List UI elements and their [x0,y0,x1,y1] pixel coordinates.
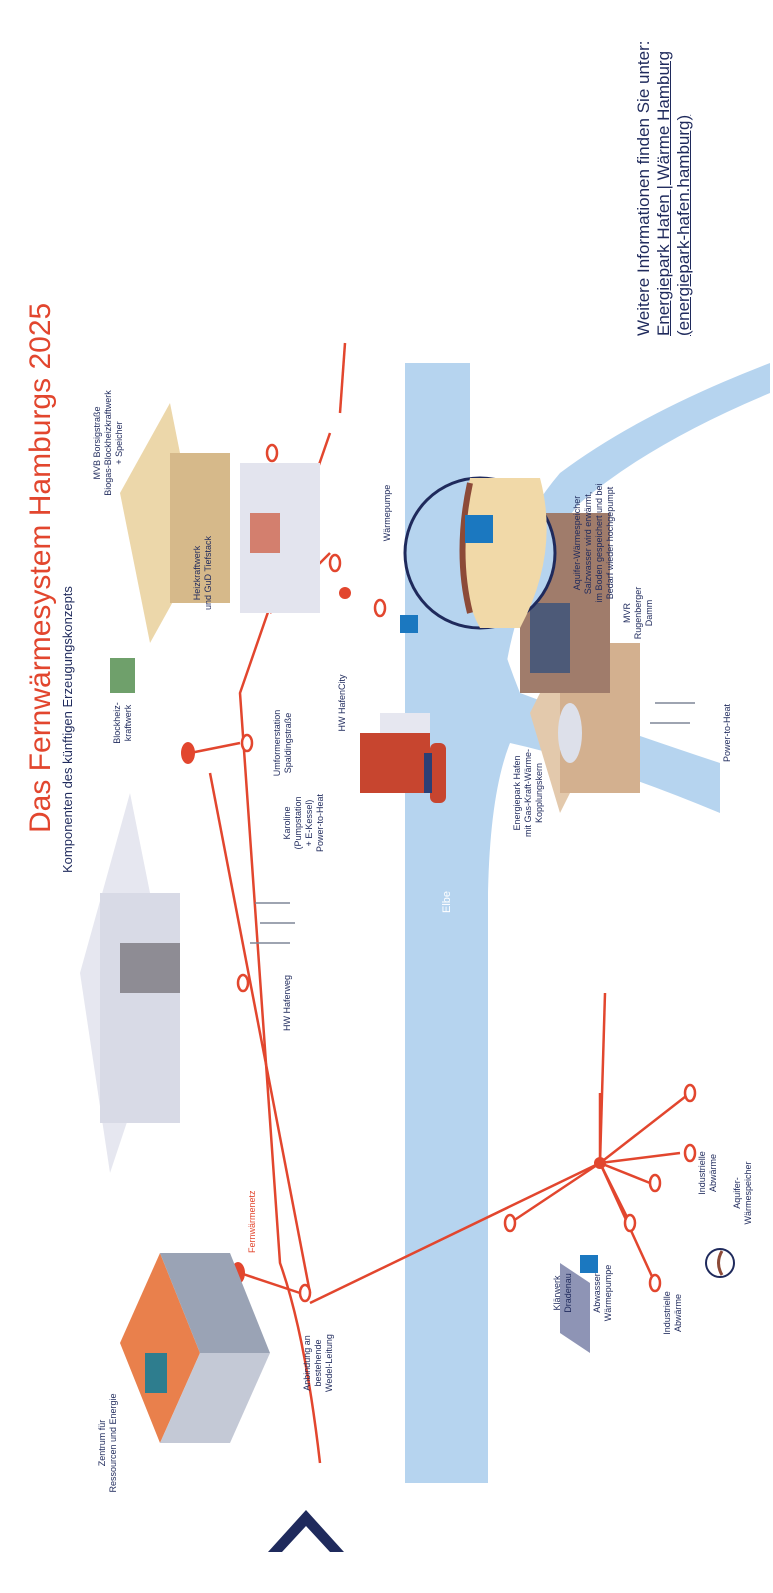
label-line: Power-to-Heat [722,703,732,762]
label-line: Abwärme [708,1154,718,1192]
waermepumpe-cube [400,615,418,633]
network-label: Fernwärmenetz [247,1190,257,1253]
river-label: Elbe [441,891,453,913]
label-line: Industrielle [662,1291,672,1335]
label-line: Zentrum für [97,1420,107,1467]
label-line: Wedel-Leitung [324,1334,334,1392]
label-karoline: Karoline(Pumpstation+ E-Kessel)Power-to-… [282,793,325,852]
label-line: Spaldingstraße [283,713,293,774]
label-line: Dradenau [563,1273,573,1313]
label-line: Damm [644,600,654,627]
blockheiz-building [110,658,135,693]
label-line: bestehende [313,1339,323,1386]
label-waermepumpe: Wärmepumpe [382,485,392,542]
chevron-up-icon [264,1480,348,1564]
label-line: im Boden gespeichert und bei [594,483,604,602]
label-line: mit Gas-Kraft-Wärme- [523,749,533,837]
label-line: Rugenberger [633,587,643,640]
label-line: Heizkraftwerk [192,545,202,600]
label-line: Blockheiz- [112,702,122,744]
aquifer-zoom-circle [405,478,555,628]
label-hw_haferweg: HW Haferweg [282,975,292,1031]
label-mvb: MVB BorsigstraßeBiogas-Blockheizkraftwer… [92,390,124,496]
label-line: Biogas-Blockheizkraftwerk [103,390,113,496]
label-hw_hafencity: HW HafenCity [337,674,347,732]
label-line: + Speicher [114,421,124,464]
label-aquifer_small: Aquifer-Wärmespeicher [732,1161,753,1224]
label-line: kraftwerk [123,704,133,741]
mvb-building [120,403,230,643]
label-line: MVB Borsigstraße [92,406,102,479]
label-line: Karoline [282,806,292,839]
diagram-title: Das Fernwärmesystem Hamburgs 2025 [24,303,57,833]
label-line: Anbindung an [302,1335,312,1391]
label-abwasser: AbwasserWärmepumpe [592,1265,613,1322]
label-line: Wärmepumpe [603,1265,613,1322]
label-line: MVR [622,603,632,624]
label-line: Kopplungskern [534,763,544,823]
label-ind_abwaerme1: IndustrielleAbwärme [662,1291,683,1335]
label-mvr: MVRRugenbergerDamm [622,587,654,640]
label-line: Wärmespeicher [743,1161,753,1224]
label-anbindung: Anbindung anbestehendeWedel-Leitung [302,1334,334,1392]
label-line: HW Haferweg [282,975,292,1031]
label-line: HW HafenCity [337,674,347,732]
label-line: Aquifer- [732,1177,742,1209]
diagram-subtitle: Komponenten des künftigen Erzeugungskonz… [60,586,75,873]
small-aquifer-icon [706,1249,734,1277]
label-line: Klärwerk [552,1275,562,1311]
label-line: Aquifer-Wärmespeicher [572,496,582,591]
label-line: Industrielle [697,1151,707,1195]
label-line: Ressourcen und Energie [108,1393,118,1492]
label-blockheiz: Blockheiz-kraftwerk [112,702,133,744]
label-umformer: UmformerstationSpaldingstraße [272,710,293,777]
label-line: Energiepark Hafen [512,755,522,830]
back-to-top-button[interactable] [264,1480,348,1564]
city-skyline [80,793,180,1173]
label-zentrum: Zentrum fürRessourcen und Energie [97,1393,118,1492]
label-heizkraftwerk: Heizkraftwerkund GuD Tiefstack [192,535,213,610]
label-line: und GuD Tiefstack [203,535,213,610]
label-line: Abwärme [673,1294,683,1332]
label-line: Wärmepumpe [382,485,392,542]
label-line: Umformerstation [272,710,282,777]
abwasser-waermepumpe-cube [580,1255,598,1273]
label-line: Power-to-Heat [315,793,325,852]
label-line: Abwasser [592,1273,602,1313]
label-line: (Pumpstation [293,796,303,849]
label-klaerwerk: KlärwerkDradenau [552,1273,573,1313]
label-ind_abwaerme2: IndustrielleAbwärme [697,1151,718,1195]
label-power_to_heat: Power-to-Heat [722,703,732,762]
label-aquifer_big: Aquifer-WärmespeicherSalzwasser wird erw… [572,483,615,602]
hafencity-building [360,713,430,793]
heizkraftwerk-building [240,463,320,613]
label-energiepark: Energiepark Hafenmit Gas-Kraft-Wärme-Kop… [512,749,544,837]
label-line: Bedarf wieder hochgepumpt [605,486,615,599]
zentrum-building [120,1253,270,1443]
label-line: Salzwasser wird erwärmt, [583,492,593,595]
label-line: + E-Kessel) [304,800,314,847]
